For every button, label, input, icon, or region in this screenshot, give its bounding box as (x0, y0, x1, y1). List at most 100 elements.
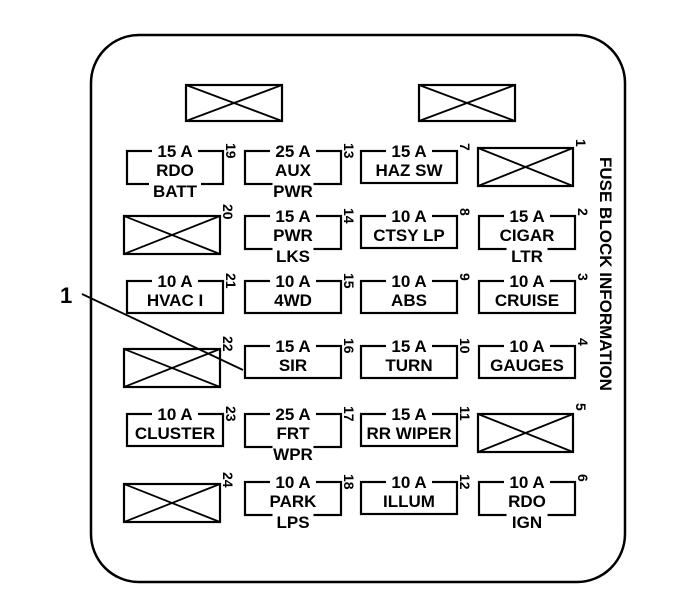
fuse-amperage: 10 A (275, 473, 310, 492)
fuse-description: PWR (273, 226, 313, 245)
fuse-description: WPR (273, 445, 313, 464)
fuse-description: PARK (270, 492, 318, 511)
fuse-amperage-backdrop (152, 271, 198, 289)
fuse-description: RR WIPER (367, 424, 452, 443)
fuse-description: TURN (385, 356, 432, 375)
fuse-amperage: 10 A (509, 272, 544, 291)
fuse-amperage: 10 A (391, 473, 426, 492)
fuse-description: LTR (511, 247, 543, 266)
fuse-number: 10 (457, 338, 473, 354)
fuse-amperage: 10 A (391, 207, 426, 226)
callout-leader-line (81, 293, 244, 371)
fuse-description: FRT (276, 424, 310, 443)
spare-slot-cross (185, 84, 283, 122)
fuse-description: CLUSTER (135, 424, 215, 443)
fuse-description: SIR (279, 356, 307, 375)
fuse-amperage-backdrop (504, 336, 550, 354)
fuse-description: RDO (156, 161, 194, 180)
fuse-block-outline (89, 33, 627, 584)
fuse-label-backdrop (272, 178, 314, 194)
fuse-label-backdrop (272, 441, 314, 457)
fuse-number: 8 (457, 208, 473, 216)
spare-slot-number: 20 (220, 204, 236, 220)
fuse-number: 3 (575, 273, 591, 281)
spare-slot-box (122, 347, 222, 389)
fuse-description: IGN (512, 513, 542, 532)
fuse-label-backdrop (272, 243, 314, 259)
spare-slot-cross (123, 215, 221, 255)
fuse-description: CIGAR (500, 226, 555, 245)
fuse-amperage-backdrop (270, 141, 316, 159)
fuse-number: 4 (575, 338, 591, 346)
fuse-amperage: 15 A (391, 337, 426, 356)
fuse-amperage-backdrop (504, 206, 550, 224)
spare-slot-number: 24 (220, 472, 236, 488)
fuse-number: 2 (575, 208, 591, 216)
fuse-amperage: 15 A (509, 207, 544, 226)
spare-slot-box (476, 412, 575, 454)
fuse-amperage-backdrop (386, 271, 432, 289)
fuse-amperage-backdrop (504, 472, 550, 490)
spare-slot-cross (123, 483, 221, 523)
fuse-number: 18 (341, 474, 357, 490)
spare-slot-top-right (417, 83, 517, 123)
fuse-amperage-backdrop (386, 472, 432, 490)
fuse-amperage-backdrop (152, 141, 198, 159)
fuse-amperage-backdrop (152, 404, 198, 422)
spare-slot-number: 5 (573, 403, 589, 411)
fuse-number: 16 (341, 338, 357, 354)
fuse-number: 17 (341, 406, 357, 422)
fuse-amperage-backdrop (504, 271, 550, 289)
fuse-number: 7 (457, 143, 473, 151)
spare-slot-box (417, 83, 517, 123)
fuse-amperage: 10 A (275, 272, 310, 291)
spare-slot-box (476, 146, 575, 188)
fuse-amperage-backdrop (386, 141, 432, 159)
fuse-number: 12 (457, 474, 473, 490)
fuse-description: GAUGES (490, 356, 564, 375)
fuse-description: HVAC I (147, 291, 203, 310)
fuse-number: 23 (223, 406, 239, 422)
fuse-amperage-backdrop (270, 206, 316, 224)
fuse-amperage: 25 A (275, 405, 310, 424)
fuse-amperage: 15 A (391, 142, 426, 161)
spare-slot-cross (477, 147, 574, 187)
fuse-description: HAZ SW (375, 161, 443, 180)
spare-slot-slot-5 (476, 412, 575, 454)
spare-slot-slot-1 (476, 146, 575, 188)
fuse-amperage: 10 A (391, 272, 426, 291)
fuse-label-backdrop (272, 509, 314, 525)
fuse-amperage: 10 A (157, 272, 192, 291)
spare-slot-cross (123, 348, 221, 388)
fuse-amperage: 15 A (275, 207, 310, 226)
spare-slot-box (122, 482, 222, 524)
fuse-number: 15 (341, 273, 357, 289)
spare-slot-number: 22 (220, 336, 236, 352)
fuse-description: RDO (508, 492, 546, 511)
fuse-description: ABS (391, 291, 427, 310)
fuse-label-backdrop (506, 243, 548, 259)
fuse-block-information-label: FUSE BLOCK INFORMATION (596, 157, 615, 391)
fuse-amperage-backdrop (270, 472, 316, 490)
fuse-amperage: 15 A (275, 337, 310, 356)
fuse-amperage: 10 A (509, 473, 544, 492)
fuse-number: 9 (457, 273, 473, 281)
fuse-number: 11 (457, 406, 473, 421)
spare-slot-box (122, 214, 222, 256)
spare-slot-cross (477, 413, 574, 453)
